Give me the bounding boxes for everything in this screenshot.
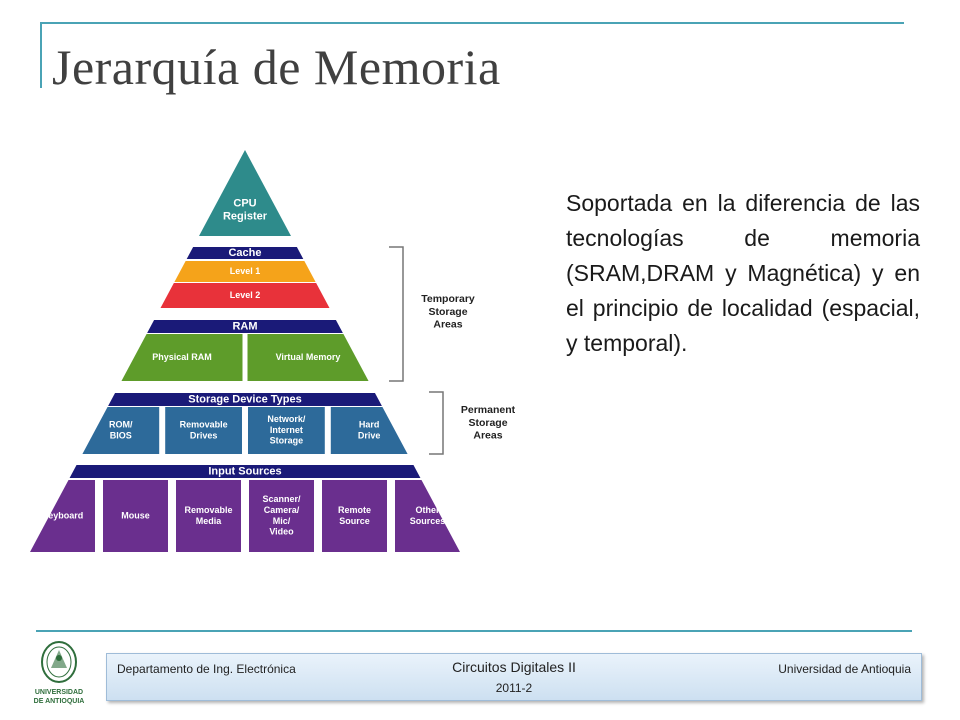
cache-level-1-band: [174, 261, 316, 282]
input-item-6-label-line-1: Other: [415, 505, 440, 515]
cache-level-1-label-line-1: Level 1: [230, 266, 261, 276]
input-item-5-label-line-1: Remote: [338, 505, 371, 515]
cache-level-2-label-line-1: Level 2: [230, 290, 261, 300]
storage-item-2: [165, 407, 242, 454]
temporary-storage-bracket: [389, 246, 404, 382]
footer-bar: Departamento de Ing. Electrónica Circuit…: [106, 653, 922, 701]
input-item-4-label-line-1: Scanner/: [262, 494, 301, 504]
storage-item-3-label-line-1: Network/: [267, 414, 306, 424]
slide-body-text: Soportada en la diferencia de las tecnol…: [566, 190, 920, 356]
storage-item-2-label-line-1: Removable: [180, 419, 228, 429]
storage-item-3-label-line-2: Internet: [270, 425, 303, 435]
cpu-register-label-line-2: Register: [223, 211, 268, 223]
slide-title: Jerarquía de Memoria: [52, 39, 501, 95]
input-item-4: [249, 480, 314, 552]
storage-item-3: [248, 407, 325, 454]
input-item-1: [30, 480, 95, 552]
permanent-storage-bracket: [429, 391, 444, 455]
permanent-storage-label-line-3: Areas: [473, 429, 502, 441]
ram-item-1: [121, 334, 243, 381]
input-header-label-line-1: Input Sources: [208, 465, 281, 477]
input-item-4-label-line-4: Video: [269, 527, 294, 537]
input-item-2: [103, 480, 168, 552]
temporary-storage-label-line-3: Areas: [433, 318, 462, 330]
cpu-register-block: [199, 150, 291, 236]
input-item-1-label-line-1: Keyboard: [42, 510, 84, 520]
top-rule-vertical: [40, 22, 42, 88]
ram-header-label-line-1: RAM: [232, 320, 257, 332]
temporary-storage-label-line-1: Temporary: [421, 293, 475, 305]
storage-item-2-label-line-2: Drives: [190, 430, 218, 440]
input-item-5: [322, 480, 387, 552]
cpu-register-label-line-1: CPU: [233, 197, 256, 209]
input-item-6: [395, 480, 460, 552]
storage-header-label-line-1: Storage Device Types: [188, 393, 302, 405]
cache-level-2-band: [160, 283, 330, 308]
storage-item-4: [330, 407, 408, 454]
storage-item-4-label-line-1: Hard: [359, 419, 380, 429]
footer-department: Departamento de Ing. Electrónica: [117, 662, 296, 676]
input-item-3-label-line-1: Removable: [184, 505, 232, 515]
cache-header-label-line-1: Cache: [228, 247, 261, 259]
footer-term: 2011-2: [495, 681, 533, 695]
input-item-3-label-line-2: Media: [196, 516, 223, 526]
ram-item-1-label-line-1: Physical RAM: [152, 352, 212, 362]
storage-item-4-label-line-2: Drive: [358, 430, 381, 440]
temporary-storage-label-line-2: Storage: [428, 306, 467, 318]
input-item-3: [176, 480, 241, 552]
logo-line-2: DE ANTIOQUIA: [34, 698, 85, 705]
storage-item-1-label-line-1: ROM/: [109, 419, 133, 429]
university-seal: [41, 641, 77, 683]
storage-item-3-label-line-3: Storage: [270, 436, 304, 446]
storage-header-band: [108, 393, 382, 406]
input-item-5-label-line-2: Source: [339, 516, 370, 526]
footer-course: Circuitos Digitales II: [452, 659, 576, 675]
permanent-storage-label-line-2: Storage: [468, 417, 507, 429]
ram-header-band: [147, 320, 343, 333]
cache-header-band: [186, 247, 304, 259]
input-item-4-label-line-3: Mic/: [273, 516, 291, 526]
top-rule: [40, 22, 904, 24]
storage-item-1-label-line-2: BIOS: [110, 430, 132, 440]
logo-line-1: UNIVERSIDAD: [35, 689, 83, 696]
input-item-2-label-line-1: Mouse: [121, 510, 150, 520]
permanent-storage-label-line-1: Permanent: [461, 404, 516, 416]
bottom-rule: [36, 630, 912, 632]
ram-item-2-label-line-1: Virtual Memory: [276, 352, 341, 362]
input-item-4-label-line-2: Camera/: [264, 505, 300, 515]
input-header-band: [69, 465, 421, 478]
input-item-6-label-line-2: Sources: [410, 516, 446, 526]
ram-item-2: [247, 334, 369, 381]
university-logo: UNIVERSIDAD DE ANTIOQUIA: [34, 641, 85, 705]
storage-item-1: [82, 407, 160, 454]
footer-university: Universidad de Antioquia: [778, 662, 911, 676]
